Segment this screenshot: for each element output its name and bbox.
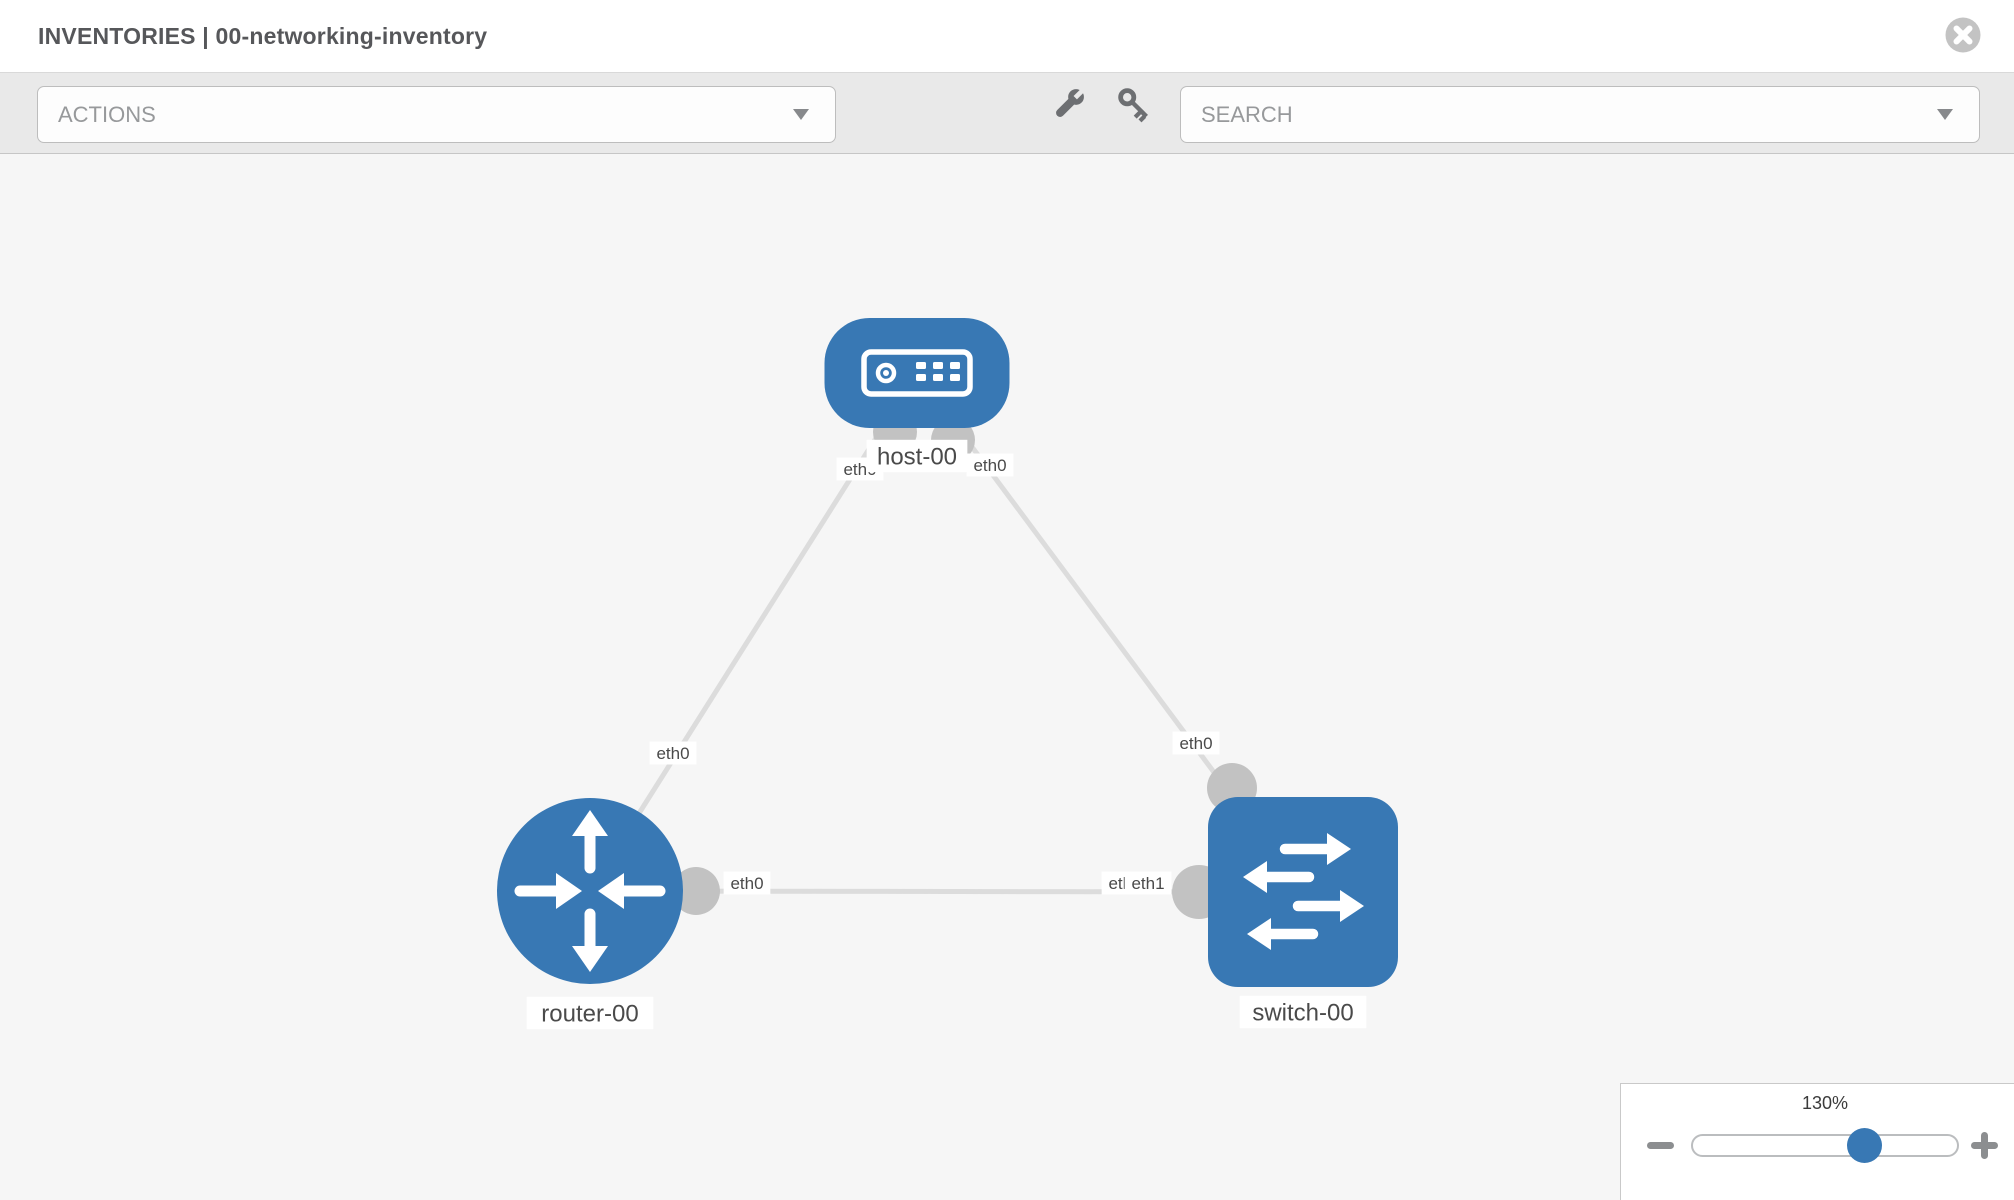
node-switch-00[interactable] bbox=[1208, 797, 1398, 987]
node-label-host-00: host-00 bbox=[877, 443, 957, 470]
interface-label-bg bbox=[1124, 871, 1172, 895]
interface-label: eth0 bbox=[730, 874, 763, 893]
plus-icon bbox=[1970, 1131, 1998, 1159]
zoom-in-button[interactable] bbox=[1965, 1126, 2003, 1164]
actions-dropdown-label: ACTIONS bbox=[58, 101, 156, 127]
interface-label: eth0 bbox=[656, 744, 689, 763]
toolbar: ACTIONS S bbox=[0, 72, 2014, 154]
page-header: INVENTORIES | 00-networking-inventory bbox=[0, 0, 2014, 72]
interface-label: eth0 bbox=[973, 456, 1006, 475]
node-host-00[interactable] bbox=[824, 318, 1010, 428]
interface-label-bg bbox=[649, 741, 697, 765]
zoom-out-button[interactable] bbox=[1641, 1126, 1679, 1164]
dropdown-caret-icon bbox=[1937, 109, 1953, 120]
node-label-switch-00-bg bbox=[1239, 995, 1367, 1029]
close-icon bbox=[1944, 17, 1982, 57]
node-label-router-00: router-00 bbox=[541, 1000, 638, 1027]
search-dropdown-label: SEARCH bbox=[1201, 101, 1293, 127]
host-icon bbox=[861, 349, 973, 397]
close-button[interactable] bbox=[1944, 16, 1982, 54]
interface-label-bg bbox=[966, 453, 1014, 477]
actions-dropdown[interactable]: ACTIONS bbox=[37, 86, 836, 143]
interface-label-bg bbox=[723, 871, 771, 895]
minus-icon bbox=[1646, 1141, 1674, 1149]
interface-label: eth1 bbox=[1131, 874, 1164, 893]
dropdown-caret-icon bbox=[793, 109, 809, 120]
topology-canvas: eth0eth0eth0eth0eth0eth0eth1host-00route… bbox=[0, 154, 2014, 1200]
switch-icon bbox=[1208, 797, 1398, 987]
wrench-icon bbox=[1046, 89, 1090, 130]
configure-button[interactable] bbox=[1046, 83, 1090, 127]
node-label-router-00-bg bbox=[526, 996, 654, 1030]
key-button[interactable] bbox=[1113, 83, 1157, 127]
node-router-00[interactable] bbox=[497, 798, 683, 984]
key-icon bbox=[1113, 88, 1157, 130]
zoom-slider-thumb[interactable] bbox=[1847, 1128, 1882, 1163]
port-dot bbox=[672, 867, 720, 915]
search-dropdown[interactable]: SEARCH bbox=[1180, 86, 1980, 143]
interface-label-bg bbox=[1172, 731, 1220, 755]
node-label-host-00-bg bbox=[866, 439, 968, 473]
page-title: INVENTORIES | 00-networking-inventory bbox=[38, 22, 488, 49]
zoom-panel: 130% bbox=[1620, 1083, 2014, 1200]
topology-graph[interactable]: eth0eth0eth0eth0eth0eth0eth1host-00route… bbox=[0, 154, 2014, 1200]
zoom-slider-track[interactable] bbox=[1691, 1128, 1959, 1163]
node-label-switch-00: switch-00 bbox=[1252, 999, 1353, 1026]
interface-label: eth0 bbox=[1179, 734, 1212, 753]
zoom-level-label: 130% bbox=[1801, 1093, 1849, 1113]
